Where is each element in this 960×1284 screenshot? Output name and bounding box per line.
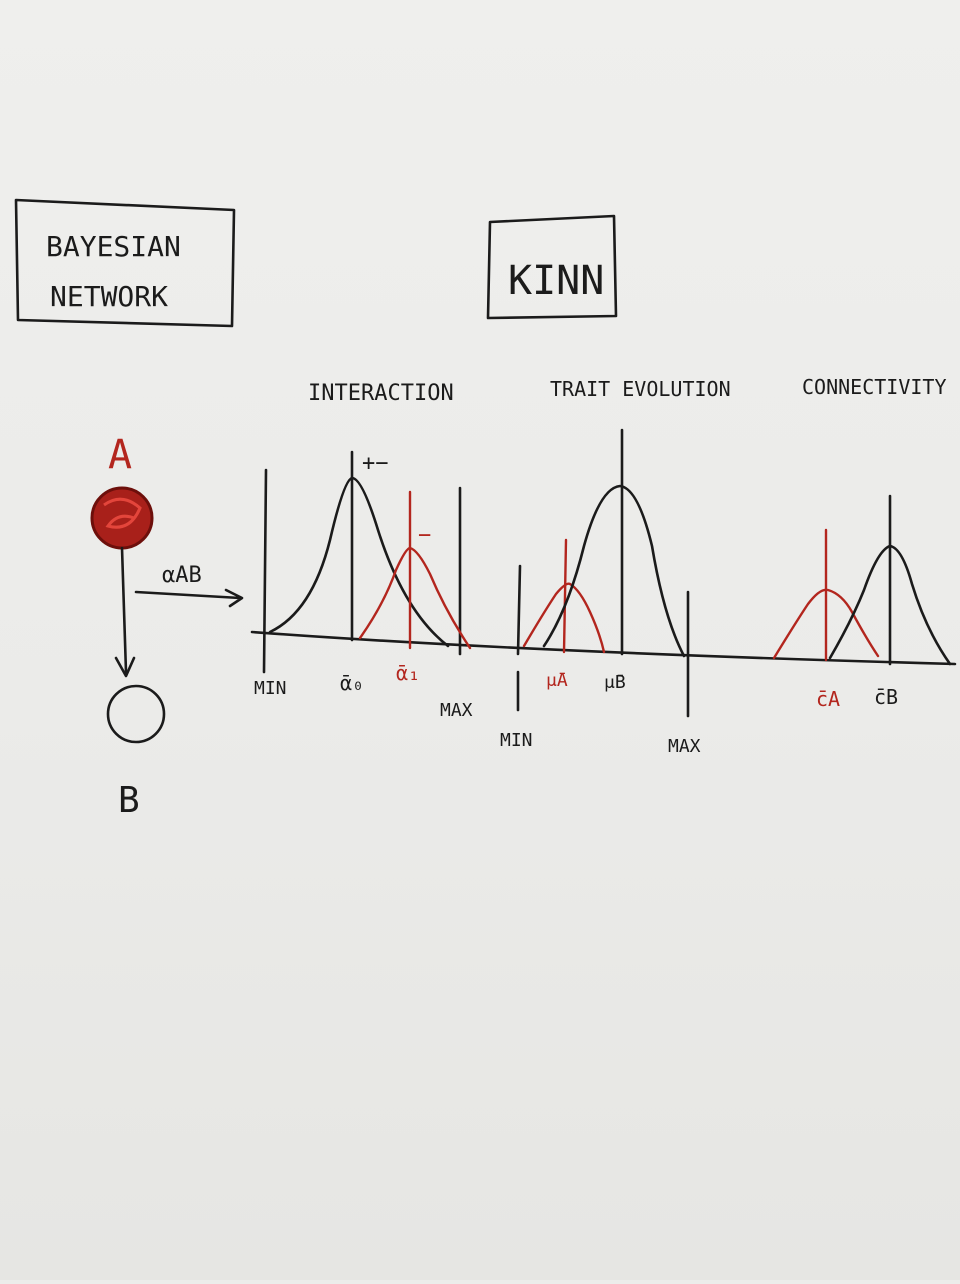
trait-mean-a-label: μ̄A	[546, 670, 568, 691]
interaction-min-bar	[262, 468, 268, 674]
interaction-sign-top: +−	[362, 451, 389, 476]
node-a	[90, 486, 154, 550]
trait-mean-b-label: μ̄B	[604, 672, 626, 693]
trait-curve-b	[542, 484, 686, 658]
interaction-max-label: MAX	[440, 700, 473, 721]
kinn-frame	[486, 214, 618, 320]
node-b-label: B	[118, 780, 140, 821]
bayesian-title-line2: NETWORK	[50, 280, 168, 313]
interaction-panel: +− − MIN ᾱ₀ ᾱ₁ MAX	[254, 450, 473, 721]
kinn-title: KINN	[508, 258, 604, 304]
edge-arrowhead	[114, 656, 136, 678]
bayesian-network-frame	[14, 198, 236, 328]
bayesian-network-box: BAYESIAN NETWORK	[14, 198, 236, 328]
interaction-sign-mid: −	[418, 523, 431, 548]
edge-a-to-b	[120, 546, 128, 674]
trait-mean-a-line	[562, 538, 568, 654]
trait-min-label: MIN	[500, 730, 533, 751]
kinn-box: KINN	[486, 214, 618, 320]
baseline-axis	[250, 630, 957, 666]
connectivity-mean-b-label: c̄B	[874, 685, 898, 709]
interaction-mean1-label: ᾱ₁	[396, 661, 420, 685]
connectivity-mean-a-label: c̄A	[816, 687, 840, 711]
edge-label: αAB	[162, 563, 202, 588]
trait-max-label: MAX	[668, 736, 701, 757]
node-a-label: A	[108, 432, 132, 478]
interaction-mean0-label: ᾱ₀	[340, 671, 364, 695]
interaction-title: INTERACTION	[308, 381, 454, 406]
bayesian-graph: A B αAB	[90, 432, 244, 821]
node-b	[106, 684, 166, 744]
connectivity-panel: c̄A c̄B	[772, 494, 952, 711]
interaction-curve-alpha0	[268, 476, 450, 648]
bayesian-title-line1: BAYESIAN	[46, 230, 181, 263]
connectivity-title: CONNECTIVITY	[802, 375, 947, 399]
trait-curve-a	[522, 582, 606, 654]
interaction-min-label: MIN	[254, 678, 287, 699]
trait-evolution-panel: μ̄A μ̄B MIN MAX	[500, 428, 701, 757]
edge-label-arrow	[134, 588, 244, 608]
trait-min-bar-top	[516, 564, 522, 656]
trait-evolution-title: TRAIT EVOLUTION	[550, 377, 731, 401]
connectivity-curve-a	[772, 588, 880, 660]
interaction-curve-alpha1	[358, 546, 472, 650]
